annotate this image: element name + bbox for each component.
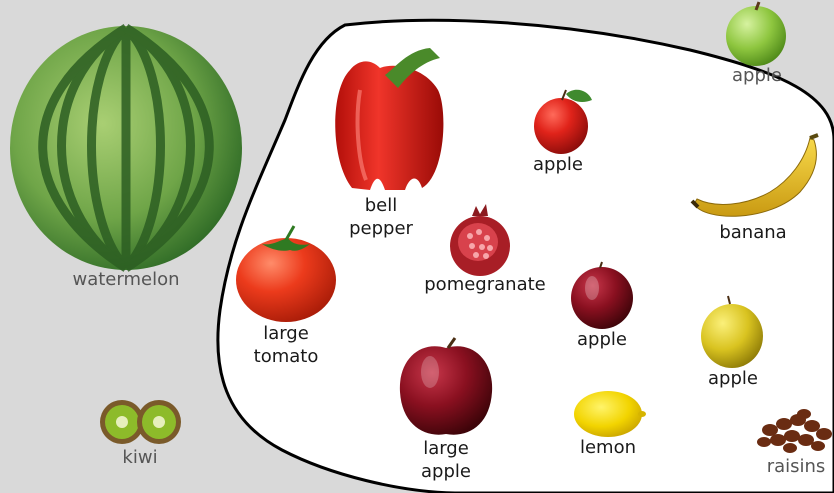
banana-label: banana [719,221,786,244]
large-tomato-label-line1: large [263,322,309,345]
watermelon-icon [10,26,242,270]
apple-top-label: apple [533,153,583,176]
bell-pepper-label-line1: bell [365,194,398,217]
large-tomato-label-line2: tomato [254,345,319,368]
apple-green-label: apple [732,64,782,87]
apple-middle-label: apple [577,328,627,351]
kiwi-icon [100,400,181,444]
raisins-label: raisins [767,455,826,478]
pomegranate-label: pomegranate [424,273,545,296]
large-apple-label-line2: apple [421,460,471,483]
kiwi-label: kiwi [122,446,157,469]
green-apple-icon [726,2,786,66]
bell-pepper-label-line2: pepper [349,217,413,240]
large-apple-label-line1: large [423,437,469,460]
watermelon-label: watermelon [73,268,180,291]
apple-yellow-label: apple [708,367,758,390]
lemon-label: lemon [580,436,636,459]
